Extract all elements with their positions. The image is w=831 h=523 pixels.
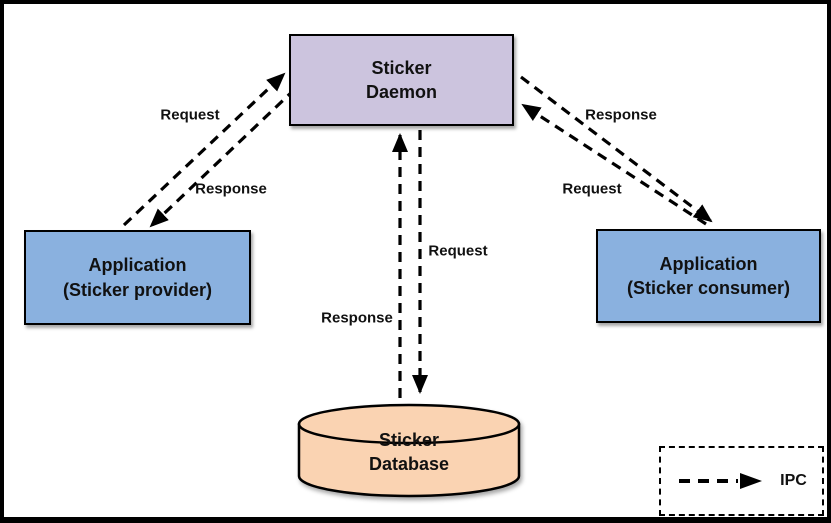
node-provider-label-line2: (Sticker provider) <box>62 279 213 300</box>
node-application-sticker-provider: Application (Sticker provider) <box>24 230 251 325</box>
edge-label-consumer-response: Response <box>585 106 657 124</box>
edge-label-database-response: Response <box>321 309 393 327</box>
edge-label-database-request: Request <box>428 242 488 260</box>
node-sticker-daemon-label-line1: Sticker <box>371 57 432 78</box>
node-database-label-line2: Database <box>368 454 450 475</box>
edge-daemon-to-consumer-arrow <box>520 75 713 223</box>
node-sticker-daemon: Sticker Daemon <box>289 34 514 126</box>
edge-label-provider-response: Response <box>195 180 267 198</box>
node-consumer-label-line1: Application <box>659 253 758 274</box>
legend-label: IPC <box>780 472 807 489</box>
edge-label-provider-request: Request <box>160 106 220 124</box>
node-database-label-line1: Sticker <box>378 430 440 450</box>
node-provider-label-line1: Application <box>88 255 187 276</box>
edge-provider-to-daemon-arrow <box>122 72 286 227</box>
database-cylinder-shape <box>297 403 521 498</box>
node-sticker-daemon-label-line2: Daemon <box>365 82 437 102</box>
ipc-dashed-arrow-icon <box>679 473 763 489</box>
edge-consumer-to-daemon-arrow <box>521 103 707 226</box>
node-application-sticker-consumer: Application (Sticker consumer) <box>596 229 821 323</box>
legend-box: IPC <box>659 446 824 516</box>
ipc-arrows-layer <box>122 72 713 398</box>
node-sticker-database: Sticker Database <box>297 402 521 502</box>
edge-label-consumer-request: Request <box>562 180 622 198</box>
node-consumer-label-line2: (Sticker consumer) <box>626 278 791 298</box>
node-database-label: Sticker Database <box>297 428 521 477</box>
